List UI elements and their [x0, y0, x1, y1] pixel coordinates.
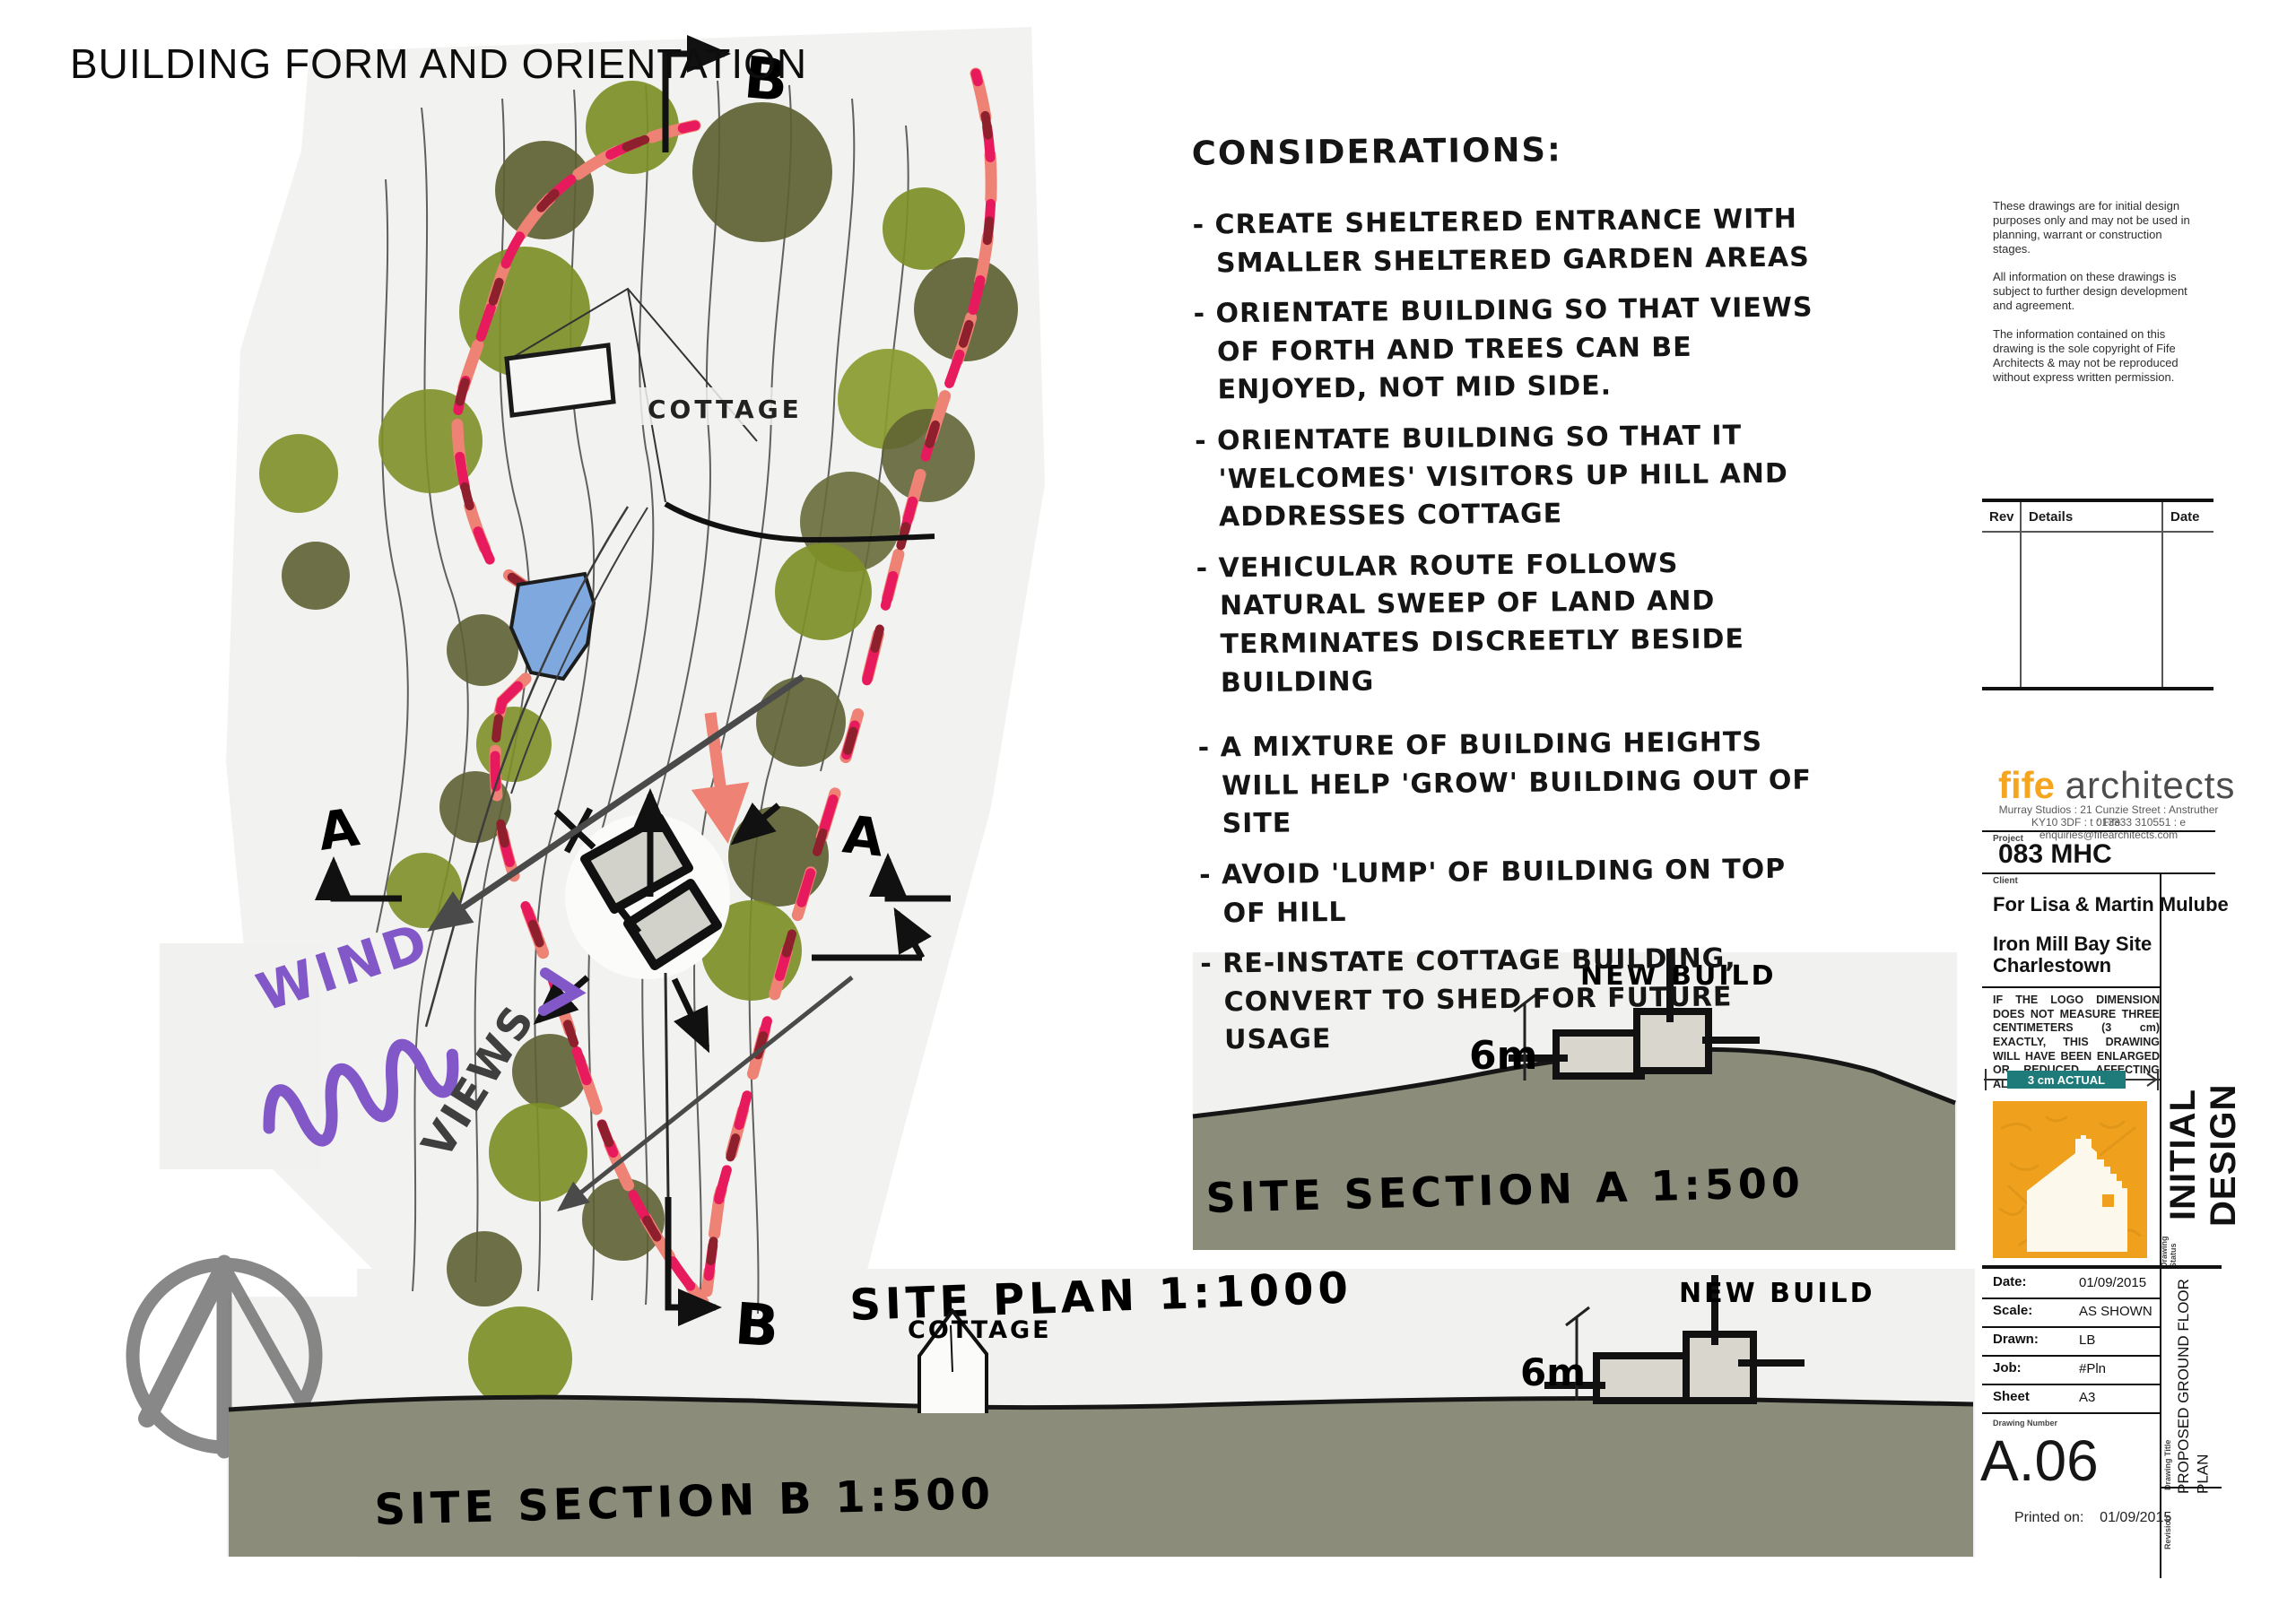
rev-col-header: Rev: [1989, 509, 2014, 525]
logo-architects: architects: [2065, 764, 2236, 806]
revision-label: Revision: [2163, 1515, 2172, 1549]
date-value: 01/09/2015: [2079, 1275, 2147, 1290]
sheet-value: A3: [2079, 1390, 2096, 1405]
consideration-item: - ORIENTATE BUILDING SO THAT IT 'WELCOME…: [1194, 420, 1788, 534]
divider: [2160, 1487, 2222, 1488]
considerations-heading: CONSIDERATIONS:: [1191, 130, 1563, 173]
disclaimer-p2: All information on these drawings is sub…: [1993, 270, 2187, 313]
details-col-header: Details: [2029, 509, 2074, 525]
table-divider: [1982, 531, 2213, 533]
drawn-label: Drawn:: [1993, 1332, 2039, 1347]
printed-on-label: Printed on:: [2014, 1510, 2084, 1525]
firm-logo-image: [1993, 1101, 2147, 1258]
svg-text:A: A: [314, 796, 362, 863]
info-row-sheet: Sheet A3: [1982, 1384, 2160, 1414]
drawing-number-label: Drawing Number: [1993, 1419, 2058, 1428]
scale-value: AS SHOWN: [2079, 1304, 2152, 1319]
section-marker-b-top: B: [662, 35, 791, 152]
consideration-item: - A MIXTURE OF BUILDING HEIGHTS WILL HEL…: [1197, 726, 1813, 840]
table-divider: [2161, 502, 2163, 687]
client-label: Client: [1993, 876, 2018, 886]
svg-text:B: B: [733, 1291, 781, 1360]
firm-address-line2: KY10 3DF : t 013333 310551 : e enquiries…: [2031, 816, 2187, 841]
svg-text:A: A: [840, 803, 887, 868]
divider: [2160, 872, 2161, 1578]
consideration-item: - CREATE SHELTERED ENTRANCE WITH SMALLER…: [1192, 203, 1810, 280]
table-divider: [2020, 502, 2022, 687]
svg-text:B: B: [742, 45, 791, 115]
site-town: Charlestown: [1993, 954, 2112, 976]
section-b-new-build: NEW BUILD: [1679, 1278, 1875, 1309]
divider: [1982, 830, 2215, 832]
date-col-header: Date: [2170, 509, 2200, 525]
section-marker-a-left: A: [314, 796, 402, 902]
firm-logo: fife architects: [1998, 764, 2235, 807]
disclaimer-notes: These drawings are for initial design pu…: [1993, 199, 2201, 398]
client-name: For Lisa & Martin Mulube: [1993, 893, 2229, 916]
section-b-height: 6m: [1520, 1350, 1586, 1394]
consideration-item: - VEHICULAR ROUTE FOLLOWS NATURAL SWEEP …: [1196, 547, 1745, 699]
section-marker-b-bottom: B: [664, 972, 781, 1360]
drawing-title-line2: PLAN: [2194, 1454, 2212, 1494]
section-a-height: 6m: [1469, 1033, 1537, 1079]
drawn-value: LB: [2079, 1332, 2096, 1348]
consideration-item: - ORIENTATE BUILDING SO THAT VIEWS OF FO…: [1193, 291, 1813, 406]
info-row-job: Job: #Pln: [1982, 1355, 2160, 1385]
divider: [1982, 872, 2215, 874]
logo-fife: fife: [1998, 764, 2055, 806]
disclaimer-p3: The information contained on this drawin…: [1993, 327, 2179, 384]
cottage-plan-label: COTTAGE: [648, 395, 803, 424]
project-label: Project: [1993, 834, 2023, 844]
divider: [1982, 986, 2160, 988]
section-marker-a-right: A: [840, 803, 951, 902]
disclaimer-p1: These drawings are for initial design pu…: [1993, 199, 2190, 256]
info-row-scale: Scale: AS SHOWN: [1982, 1298, 2160, 1328]
scale-bar: 3 cm ACTUAL: [1984, 1069, 2160, 1095]
cottage-plan: COTTAGE: [424, 287, 935, 1028]
north-arrow-compass: [126, 1254, 323, 1459]
section-b-drawing: COTTAGE 6m NEW BUILD SITE SECTION B 1:50…: [228, 1275, 1974, 1557]
job-label: Job:: [1993, 1360, 2022, 1376]
consideration-item: - AVOID 'LUMP' OF BUILDING ON TOP OF HIL…: [1199, 853, 1787, 929]
tree-circles: [259, 81, 1018, 1410]
printed-on: Printed on: 01/09/2015: [2014, 1510, 2171, 1526]
info-row-drawn: Drawn: LB: [1982, 1326, 2160, 1357]
new-build-plan: [533, 712, 932, 1054]
scale-bar-graphic: 3 cm ACTUAL: [1984, 1069, 2160, 1090]
sheet-label: Sheet: [1993, 1389, 2030, 1404]
drawing-title-value: PROPOSED GROUND FLOOR PLAN: [2174, 1271, 2215, 1494]
job-value: #Pln: [2079, 1361, 2107, 1376]
page-title: BUILDING FORM AND ORIENTATION: [70, 40, 808, 87]
site-name: Iron Mill Bay Site: [1993, 933, 2152, 955]
revision-table: Rev Details Date: [1982, 499, 2213, 690]
section-a-new-build: NEW BUILD: [1580, 960, 1777, 992]
printed-on-value: 01/09/2015: [2100, 1510, 2172, 1525]
project-number: 083 MHC: [1998, 839, 2112, 869]
firm-address-line1: Murray Studios : 21 Cunzie Street : Anst…: [1998, 803, 2219, 829]
divider: [1982, 1265, 2222, 1269]
drawing-status-label: Drawing Status: [2160, 1236, 2178, 1268]
section-b-cottage-label: COTTAGE: [908, 1316, 1052, 1344]
drawing-title-label: Drawing Title: [2163, 1439, 2172, 1490]
drawing-number-value: A.06: [1980, 1428, 2099, 1493]
house-logo-icon: [1993, 1101, 2147, 1258]
consideration-item: - RE-INSTATE COTTAGE BUILDING, CONVERT T…: [1200, 942, 1736, 1056]
site-boundary-dashed: [451, 67, 997, 1308]
date-label: Date:: [1993, 1274, 2027, 1289]
scale-label: Scale:: [1993, 1303, 2033, 1318]
info-row-date: Date: 01/09/2015: [1982, 1269, 2160, 1299]
drawing-title-line1: PROPOSED GROUND FLOOR: [2175, 1279, 2192, 1494]
scale-bar-label: 3 cm ACTUAL: [2028, 1073, 2105, 1087]
section-a-drawing: 6m NEW BUILD SITE SECTION A 1:500: [1192, 949, 1956, 1250]
considerations-notes: CONSIDERATIONS: - CREATE SHELTERED ENTRA…: [1192, 127, 1830, 1072]
